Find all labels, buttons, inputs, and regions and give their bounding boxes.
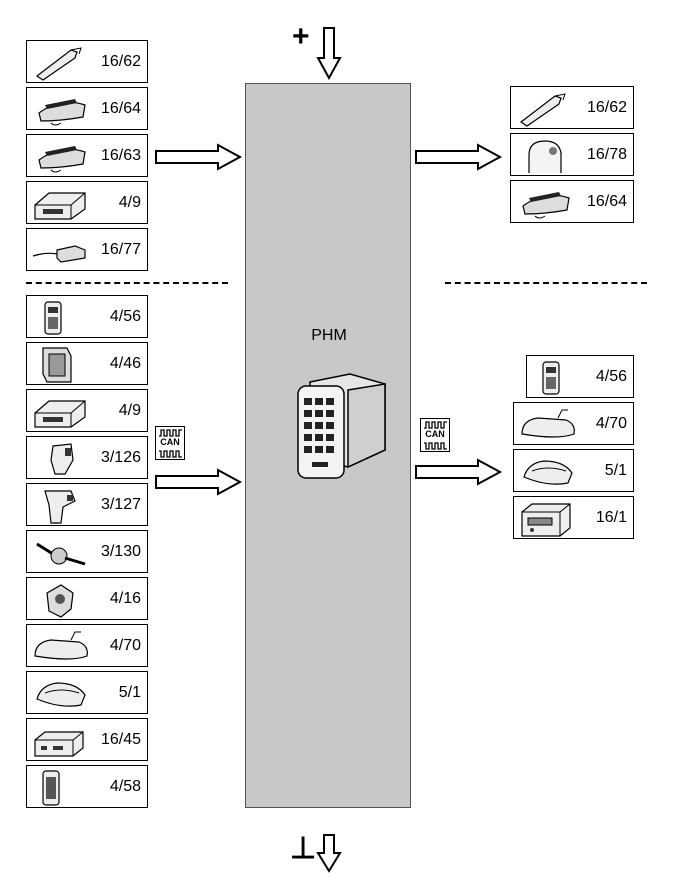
component-ref: 4/9 [118, 193, 141, 211]
input-component-box: 3/126 [26, 436, 148, 479]
component-ref: 4/58 [109, 777, 141, 795]
ground-out-arrow [316, 834, 342, 873]
output-component-box: 4/70 [513, 402, 634, 445]
keypad-module-icon [297, 373, 386, 479]
output-component-box: 5/1 [513, 449, 634, 492]
control-unit-icon [34, 192, 86, 220]
component-ref: 3/130 [100, 542, 141, 560]
input-component-box: 3/127 [26, 483, 148, 526]
remote-key-icon [542, 361, 560, 395]
component-ref: 4/56 [595, 367, 627, 385]
rear-view-mirror-icon [521, 409, 575, 438]
power-plus-symbol: + [292, 20, 310, 53]
input-component-box: 16/77 [26, 228, 148, 271]
can-bus-icon-right: CAN [420, 418, 450, 452]
ground-symbol: ⊥ [290, 832, 317, 865]
output-component-box: 16/78 [510, 133, 634, 176]
remote-key-icon [44, 301, 62, 335]
input-component-box: 4/9 [26, 181, 148, 224]
component-ref: 4/9 [118, 401, 141, 419]
component-ref: 5/1 [604, 461, 627, 479]
can-bus-icon-left: CAN [155, 426, 185, 460]
output-arrow-top [415, 143, 503, 171]
ecu-icon [42, 347, 72, 383]
control-unit-icon [34, 400, 86, 428]
input-arrow-top [155, 143, 243, 171]
component-ref: 5/1 [118, 683, 141, 701]
right-separator-line [445, 282, 647, 284]
input-component-box: 4/70 [26, 624, 148, 667]
control-box-icon [34, 731, 84, 757]
switch-module-icon [44, 490, 76, 524]
component-ref: 16/64 [586, 192, 627, 210]
input-component-box: 5/1 [26, 671, 148, 714]
component-ref: 4/16 [109, 589, 141, 607]
output-component-box: 16/64 [510, 180, 634, 223]
component-ref: 16/78 [586, 145, 627, 163]
component-ref: 4/56 [109, 307, 141, 325]
component-ref: 4/70 [109, 636, 141, 654]
input-component-box: 4/56 [26, 295, 148, 338]
input-component-box: 4/46 [26, 342, 148, 385]
key-fob-icon [42, 770, 60, 806]
input-component-box: 16/45 [26, 718, 148, 761]
module-label: PHM [311, 327, 347, 344]
component-ref: 4/70 [595, 414, 627, 432]
input-component-box: 16/63 [26, 134, 148, 177]
component-ref: 16/77 [100, 240, 141, 258]
output-component-box: 4/56 [526, 355, 634, 398]
input-arrow-bottom [155, 468, 243, 496]
component-ref: 3/127 [100, 495, 141, 513]
desk-phone-icon [522, 192, 570, 219]
sun-visor-icon [36, 682, 86, 707]
input-component-box: 4/58 [26, 765, 148, 808]
output-arrow-bottom [415, 458, 503, 486]
input-component-box: 4/9 [26, 389, 148, 432]
input-component-box: 16/62 [26, 40, 148, 83]
component-ref: 3/126 [100, 448, 141, 466]
component-ref: 16/64 [100, 99, 141, 117]
phm-module: PHM [245, 83, 411, 808]
input-component-box: 16/64 [26, 87, 148, 130]
can-label: CAN [160, 437, 180, 447]
power-in-arrow [316, 27, 342, 80]
desk-phone-icon [38, 99, 86, 126]
radio-unit-icon [521, 503, 571, 537]
desk-phone-icon [38, 146, 86, 173]
component-ref: 16/1 [595, 508, 627, 526]
microphone-icon [32, 245, 86, 263]
switch-module-icon [50, 443, 74, 475]
handset-icon [519, 93, 566, 127]
headrest-speaker-icon [528, 140, 562, 173]
component-ref: 4/46 [109, 354, 141, 372]
can-label: CAN [425, 429, 445, 439]
component-ref: 16/63 [100, 146, 141, 164]
handset-icon [35, 47, 82, 81]
steering-switch-icon [36, 542, 86, 566]
sun-visor-icon [523, 460, 573, 485]
left-separator-line [26, 282, 228, 284]
output-component-box: 16/1 [513, 496, 634, 539]
component-ref: 16/62 [100, 52, 141, 70]
input-component-box: 4/16 [26, 577, 148, 620]
component-ref: 16/62 [586, 98, 627, 116]
output-component-box: 16/62 [510, 86, 634, 129]
sensor-unit-icon [46, 584, 74, 618]
input-component-box: 3/130 [26, 530, 148, 573]
rear-view-mirror-icon [34, 631, 88, 660]
component-ref: 16/45 [100, 730, 141, 748]
